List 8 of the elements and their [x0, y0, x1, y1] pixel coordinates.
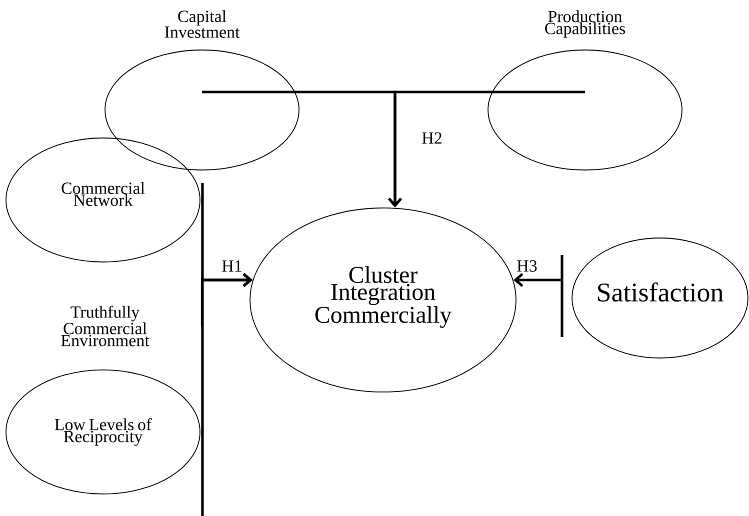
- label-text: Truthfully Commercial Environment: [61, 306, 150, 346]
- edge-label: H1: [220, 259, 244, 273]
- arrow: [388, 90, 585, 208]
- edge-label: H2: [420, 131, 444, 145]
- node-label: Production Capabilities: [545, 10, 626, 38]
- edge-label: H3: [516, 259, 538, 273]
- node-label: Capital Investment: [164, 10, 240, 38]
- arrow: [201, 273, 253, 516]
